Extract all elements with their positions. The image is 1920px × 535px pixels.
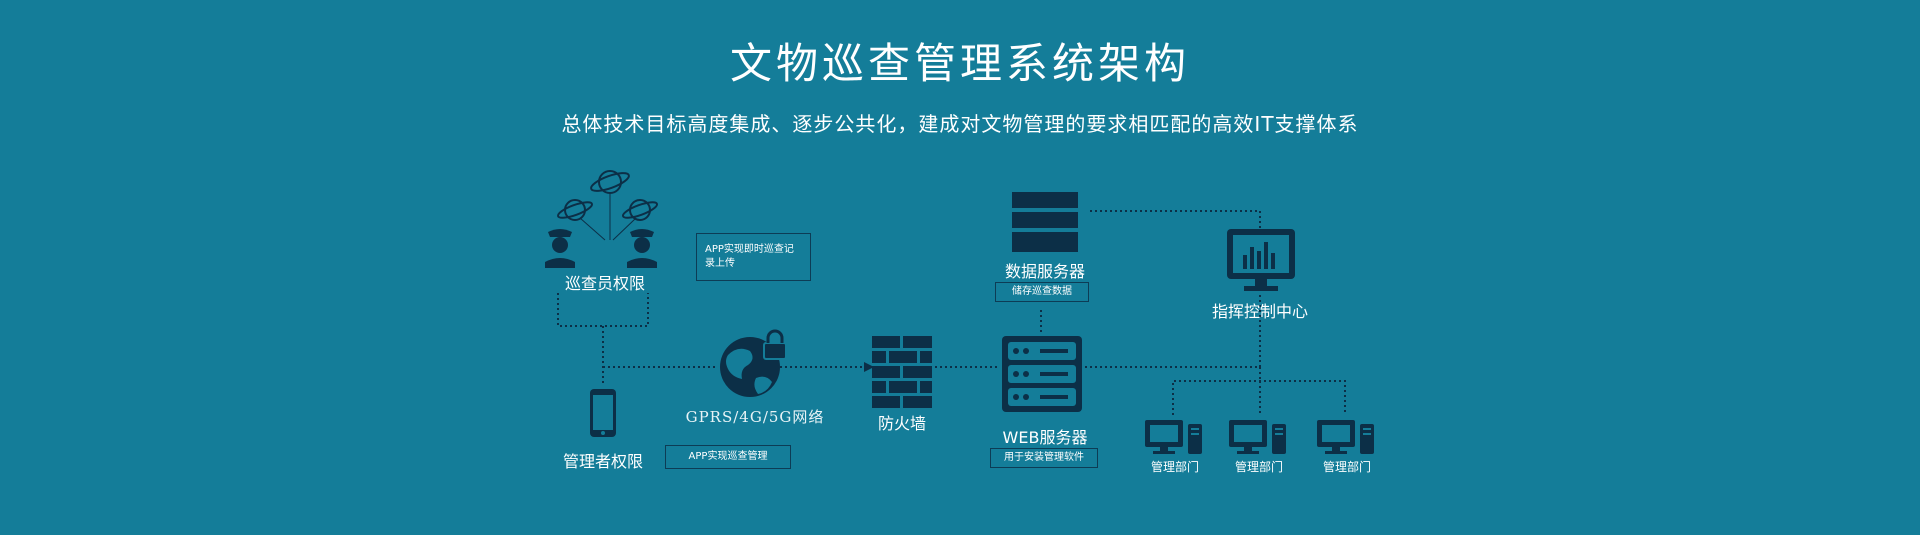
- app-upload-box: APP实现即时巡查记录上传: [696, 233, 811, 281]
- command-center-label: 指挥控制中心: [1211, 302, 1308, 321]
- dept-label: 管理部门: [1322, 460, 1371, 474]
- page-subtitle: 总体技术目标高度集成、逐步公共化，建成对文物管理的要求相匹配的高效IT支撑体系: [561, 112, 1359, 136]
- desktop-computer-icon: [1229, 420, 1286, 454]
- desktop-computer-icon: [1317, 420, 1374, 454]
- web-server-icon: [1002, 336, 1082, 412]
- firewall-icon: [872, 336, 932, 408]
- desktop-computer-icon: [1145, 420, 1202, 454]
- data-server-label: 数据服务器: [1004, 262, 1085, 281]
- app-manage-box: APP实现巡查管理: [665, 445, 791, 469]
- dept-label: 管理部门: [1150, 460, 1199, 474]
- globe-lock-icon: [720, 329, 787, 397]
- police-icon: [545, 229, 657, 268]
- network-label: GPRS/4G/5G网络: [685, 408, 825, 426]
- page-title: 文物巡查管理系统架构: [729, 39, 1190, 88]
- firewall-label: 防火墙: [877, 414, 926, 433]
- monitor-chart-icon: [1227, 229, 1295, 291]
- planet-icon: [556, 170, 659, 241]
- arrow-head: [864, 362, 874, 372]
- data-store-box: 储存巡查数据: [995, 282, 1089, 302]
- data-server-icon: [1012, 192, 1078, 252]
- phone-icon: [590, 389, 616, 437]
- manager-label: 管理者权限: [562, 452, 643, 471]
- inspector-label: 巡查员权限: [564, 274, 645, 293]
- connector-lines: [557, 210, 1346, 415]
- web-server-label: WEB服务器: [1002, 428, 1088, 447]
- web-software-box: 用于安装管理软件: [990, 448, 1098, 468]
- dept-label: 管理部门: [1234, 460, 1283, 474]
